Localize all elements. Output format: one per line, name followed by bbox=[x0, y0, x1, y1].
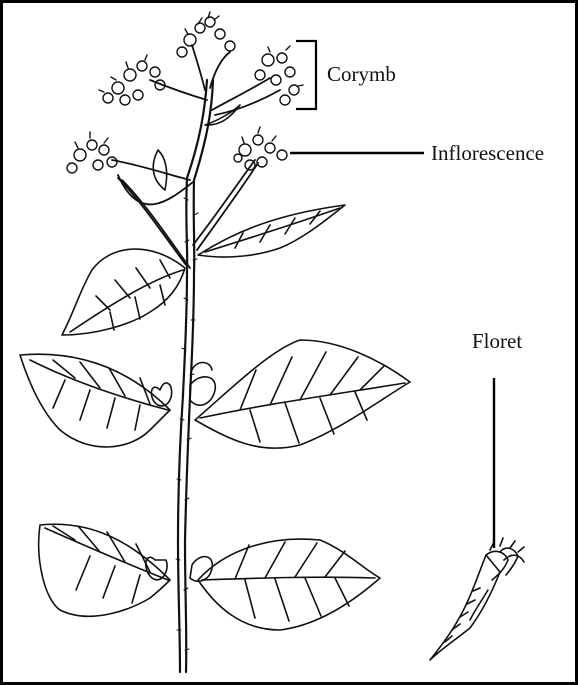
corymb-label: Corymb bbox=[327, 64, 396, 85]
floret-label: Floret bbox=[472, 331, 522, 352]
inflorescence-label: Inflorescence bbox=[431, 143, 544, 164]
